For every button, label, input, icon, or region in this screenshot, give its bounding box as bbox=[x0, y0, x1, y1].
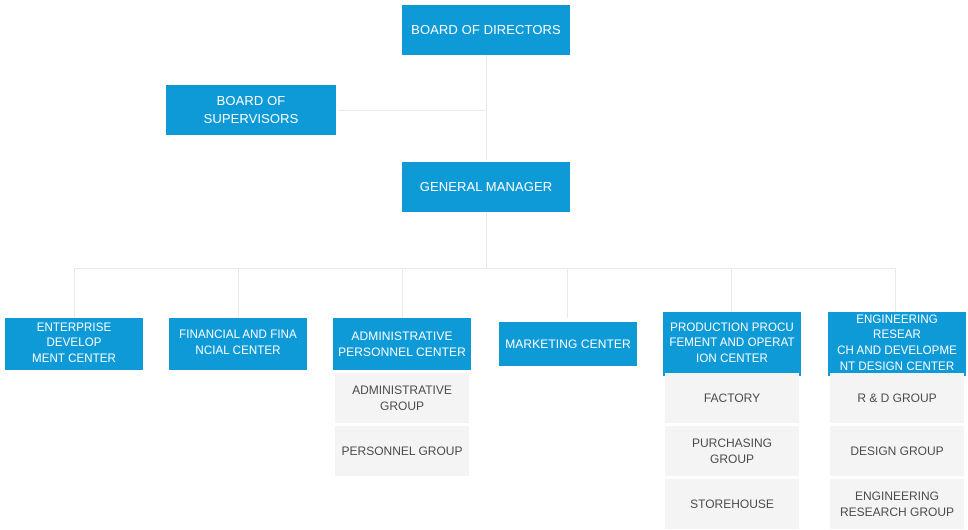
node-general-manager[interactable]: GENERAL MANAGER bbox=[402, 162, 570, 212]
subnode-engineering-research-group-label: ENGINEERING RESEARCH GROUP bbox=[839, 488, 955, 519]
node-board-of-directors[interactable]: BOARD OF DIRECTORS bbox=[402, 5, 570, 55]
subnode-administrative-group[interactable]: ADMINISTRATIVE GROUP bbox=[335, 373, 469, 423]
subnode-rd-group-label: R & D GROUP bbox=[857, 390, 937, 405]
node-board-of-supervisors-label: BOARD OF SUPERVISORS bbox=[203, 93, 299, 126]
subnode-administrative-group-label: ADMINISTRATIVE GROUP bbox=[352, 382, 452, 413]
node-board-of-directors-label: BOARD OF DIRECTORS bbox=[411, 22, 561, 38]
connector-drop-marketing-center bbox=[567, 268, 568, 318]
subnode-engineering-research-group[interactable]: ENGINEERING RESEARCH GROUP bbox=[830, 479, 964, 529]
node-enterprise-development-center[interactable]: ENTERPRISE DEVELOP MENT CENTER bbox=[5, 318, 143, 370]
node-engineering-research-development-design-center[interactable]: ENGINEERING RESEAR CH AND DEVELOPME NT D… bbox=[828, 312, 966, 376]
node-engineering-research-development-design-center-label: ENGINEERING RESEAR CH AND DEVELOPME NT D… bbox=[837, 313, 957, 373]
connector-drop-enterprise-development-center bbox=[74, 268, 75, 318]
subnode-personnel-group[interactable]: PERSONNEL GROUP bbox=[335, 426, 469, 476]
node-administrative-personnel-center[interactable]: ADMINISTRATIVE PERSONNEL CENTER bbox=[333, 318, 471, 370]
subnode-purchasing-group-label: PURCHASING GROUP bbox=[691, 435, 772, 466]
subnode-storehouse[interactable]: STOREHOUSE bbox=[665, 479, 799, 529]
node-financial-center-label: FINANCIAL AND FINA NCIAL CENTER bbox=[179, 329, 297, 357]
connector-drop-administrative-personnel-center bbox=[402, 268, 403, 318]
subnode-factory[interactable]: FACTORY bbox=[665, 373, 799, 423]
node-financial-center[interactable]: FINANCIAL AND FINA NCIAL CENTER bbox=[169, 318, 307, 370]
subnode-design-group-label: DESIGN GROUP bbox=[850, 443, 944, 458]
connector-department-bus bbox=[74, 268, 895, 269]
connector-drop-engineering-center bbox=[895, 268, 896, 312]
connector-directors-to-manager bbox=[486, 55, 487, 160]
subnode-storehouse-label: STOREHOUSE bbox=[690, 496, 774, 511]
connector-drop-financial-center bbox=[238, 268, 239, 318]
subnode-purchasing-group[interactable]: PURCHASING GROUP bbox=[665, 426, 799, 476]
subnode-rd-group[interactable]: R & D GROUP bbox=[830, 373, 964, 423]
node-production-procurement-operation-center[interactable]: PRODUCTION PROCU FEMENT AND OPERAT ION C… bbox=[663, 312, 801, 376]
subnode-design-group[interactable]: DESIGN GROUP bbox=[830, 426, 964, 476]
subnode-factory-label: FACTORY bbox=[703, 390, 761, 405]
node-general-manager-label: GENERAL MANAGER bbox=[419, 179, 553, 195]
connector-manager-to-bus bbox=[486, 213, 487, 268]
subnode-personnel-group-label: PERSONNEL GROUP bbox=[341, 443, 463, 458]
node-marketing-center[interactable]: MARKETING CENTER bbox=[499, 322, 637, 366]
node-marketing-center-label: MARKETING CENTER bbox=[505, 336, 631, 351]
node-board-of-supervisors[interactable]: BOARD OF SUPERVISORS bbox=[166, 85, 336, 135]
node-production-procurement-operation-center-label: PRODUCTION PROCU FEMENT AND OPERAT ION C… bbox=[669, 321, 795, 365]
connector-trunk-to-supervisors bbox=[338, 110, 486, 111]
node-enterprise-development-center-label: ENTERPRISE DEVELOP MENT CENTER bbox=[32, 321, 116, 365]
connector-drop-production-center bbox=[731, 268, 732, 312]
node-administrative-personnel-center-label: ADMINISTRATIVE PERSONNEL CENTER bbox=[338, 328, 466, 359]
